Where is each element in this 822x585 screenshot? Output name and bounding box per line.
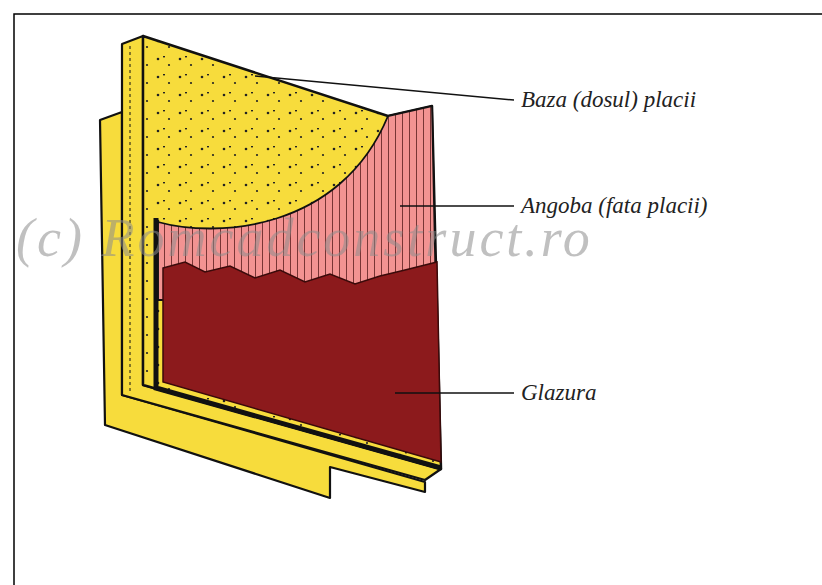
watermark: (c) Romcadconstruct.ro (16, 207, 593, 269)
glaze-layer (163, 262, 441, 462)
part-label: Baza (dosul) placii (521, 87, 696, 113)
leader-line (255, 76, 514, 100)
leader-line (400, 205, 514, 207)
leader-line (395, 392, 514, 394)
part-label: Glazura (521, 380, 596, 406)
frame (14, 14, 822, 585)
